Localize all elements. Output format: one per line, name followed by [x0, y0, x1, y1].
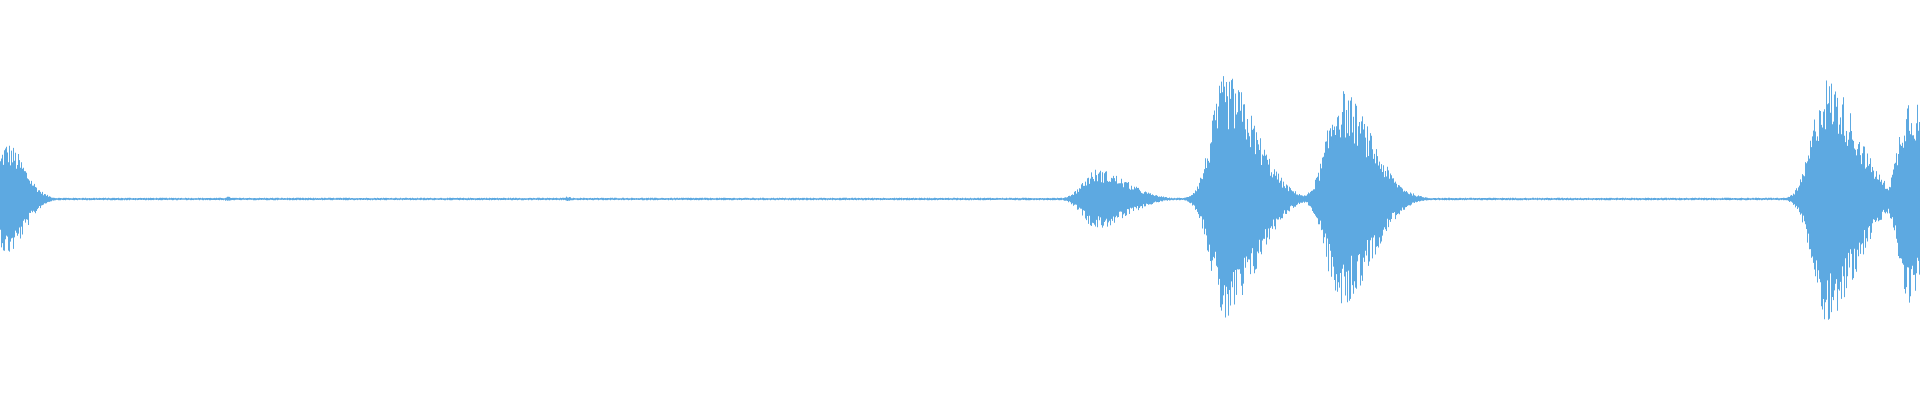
- waveform-trace: [0, 76, 1920, 320]
